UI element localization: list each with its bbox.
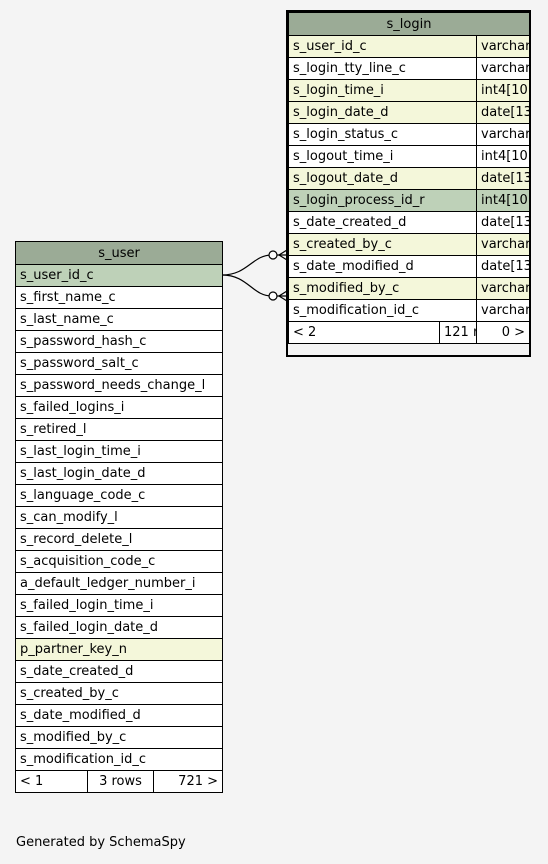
s_user-column-row[interactable]: s_user_id_c bbox=[14, 264, 224, 287]
column-name[interactable]: s_acquisition_code_c bbox=[14, 550, 224, 573]
column-name[interactable]: s_record_delete_l bbox=[14, 528, 224, 551]
s_login-table-title[interactable]: s_login bbox=[288, 12, 530, 36]
column-name[interactable]: s_login_tty_line_c bbox=[288, 57, 477, 80]
column-name[interactable]: s_modified_by_c bbox=[14, 726, 224, 749]
column-type: date[13] bbox=[476, 211, 530, 234]
parent-count-link[interactable]: < 2 bbox=[288, 321, 440, 344]
column-name[interactable]: s_login_status_c bbox=[288, 123, 477, 146]
column-type: date[13] bbox=[476, 101, 530, 124]
s_user-column-row[interactable]: s_password_hash_c bbox=[14, 330, 224, 353]
column-name[interactable]: s_last_name_c bbox=[14, 308, 224, 331]
column-type: varchar[20] bbox=[476, 277, 530, 300]
column-name[interactable]: s_failed_login_date_d bbox=[14, 616, 224, 639]
s_login-column-row[interactable]: s_login_status_cvarchar[50] bbox=[288, 123, 530, 146]
column-type: date[13] bbox=[476, 167, 530, 190]
column-name[interactable]: s_modification_id_c bbox=[14, 748, 224, 771]
generated-by-label: Generated by SchemaSpy bbox=[16, 835, 186, 850]
s_login-table-border bbox=[286, 10, 531, 357]
s_user-table-title[interactable]: s_user bbox=[14, 241, 224, 265]
column-name[interactable]: p_partner_key_n bbox=[14, 638, 224, 661]
s_user-column-row[interactable]: s_failed_login_time_i bbox=[14, 594, 224, 617]
crows-foot-icon bbox=[277, 249, 288, 261]
s_login-column-row[interactable]: s_created_by_cvarchar[20] bbox=[288, 233, 530, 256]
column-name[interactable]: s_failed_login_time_i bbox=[14, 594, 224, 617]
s_login-column-row[interactable]: s_user_id_cvarchar[20] bbox=[288, 35, 530, 58]
zero-or-many-circle-icon bbox=[268, 291, 278, 301]
column-name[interactable]: s_password_needs_change_l bbox=[14, 374, 224, 397]
child-count-link[interactable]: 0 > bbox=[476, 321, 530, 344]
s_user-column-row[interactable]: s_modified_by_c bbox=[14, 726, 224, 749]
column-type: varchar[20] bbox=[476, 233, 530, 256]
column-type: date[13] bbox=[476, 255, 530, 278]
column-name[interactable]: s_password_hash_c bbox=[14, 330, 224, 353]
s_user-column-row[interactable]: s_failed_login_date_d bbox=[14, 616, 224, 639]
row-count: 3 rows bbox=[87, 770, 154, 793]
column-name[interactable]: s_logout_time_i bbox=[288, 145, 477, 168]
crows-foot-icon bbox=[277, 290, 288, 302]
column-name[interactable]: s_last_login_time_i bbox=[14, 440, 224, 463]
s_login-column-row[interactable]: s_modified_by_cvarchar[20] bbox=[288, 277, 530, 300]
relationship-line-modified-by bbox=[221, 274, 287, 297]
column-type: varchar[150] bbox=[476, 299, 530, 322]
s_user-column-row[interactable]: s_first_name_c bbox=[14, 286, 224, 309]
column-name[interactable]: s_modification_id_c bbox=[288, 299, 477, 322]
column-type: varchar[50] bbox=[476, 123, 530, 146]
column-name[interactable]: s_login_date_d bbox=[288, 101, 477, 124]
s_user-column-row[interactable]: s_last_login_date_d bbox=[14, 462, 224, 485]
parent-count-link[interactable]: < 1 bbox=[15, 770, 88, 793]
zero-or-many-circle-icon bbox=[268, 250, 278, 260]
s_login-column-row[interactable]: s_modification_id_cvarchar[150] bbox=[288, 299, 530, 322]
s_login-table[interactable]: s_login s_user_id_cvarchar[20]s_login_tt… bbox=[288, 12, 530, 344]
column-name[interactable]: s_login_time_i bbox=[288, 79, 477, 102]
s_user-column-row[interactable]: s_last_name_c bbox=[14, 308, 224, 331]
s_user-column-row[interactable]: s_can_modify_l bbox=[14, 506, 224, 529]
column-name[interactable]: s_user_id_c bbox=[288, 35, 477, 58]
s_user-column-row[interactable]: s_last_login_time_i bbox=[14, 440, 224, 463]
column-name[interactable]: s_modified_by_c bbox=[288, 277, 477, 300]
column-name[interactable]: s_created_by_c bbox=[288, 233, 477, 256]
column-type: int4[10] bbox=[476, 79, 530, 102]
column-name[interactable]: s_first_name_c bbox=[14, 286, 224, 309]
row-count: 121 rows bbox=[439, 321, 477, 344]
s_user-column-row[interactable]: s_created_by_c bbox=[14, 682, 224, 705]
child-count-link[interactable]: 721 > bbox=[152, 770, 224, 793]
column-name[interactable]: s_created_by_c bbox=[14, 682, 224, 705]
s_user-column-row[interactable]: s_modification_id_c bbox=[14, 748, 224, 771]
column-name[interactable]: s_user_id_c bbox=[14, 264, 224, 287]
column-type: varchar[20] bbox=[476, 35, 530, 58]
s_user-column-row[interactable]: p_partner_key_n bbox=[14, 638, 224, 661]
column-name[interactable]: s_last_login_date_d bbox=[14, 462, 224, 485]
s_login-column-row[interactable]: s_login_tty_line_cvarchar[16] bbox=[288, 57, 530, 80]
column-name[interactable]: s_can_modify_l bbox=[14, 506, 224, 529]
s_user-column-row[interactable]: s_password_needs_change_l bbox=[14, 374, 224, 397]
column-name[interactable]: s_logout_date_d bbox=[288, 167, 477, 190]
s_user-column-row[interactable]: s_acquisition_code_c bbox=[14, 550, 224, 573]
relationship-line-created-by bbox=[221, 254, 287, 276]
s_user-column-row[interactable]: s_record_delete_l bbox=[14, 528, 224, 551]
